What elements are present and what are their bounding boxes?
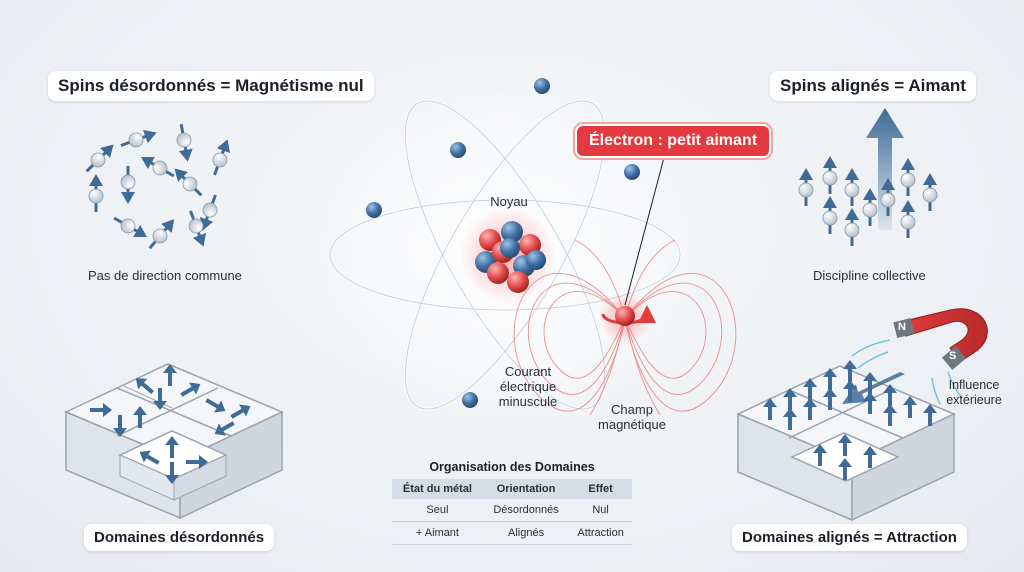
table-header: Effet	[569, 479, 632, 499]
magnet-north-label: N	[898, 321, 906, 333]
right-top-title: Spins alignés = Aimant	[770, 71, 976, 101]
aligned-spins	[797, 108, 939, 248]
domains-table: Organisation des Domaines État du métal …	[392, 460, 632, 545]
domains-table-grid: État du métal Orientation Effet Seul Dés…	[392, 479, 632, 545]
spinning-electron	[599, 292, 656, 344]
table-cell: Désordonnés	[482, 499, 570, 522]
electron-pointer	[624, 149, 667, 306]
electrons	[366, 78, 640, 408]
current-label: Courant électrique minuscule	[498, 364, 558, 409]
influence-label: Influence extérieure	[946, 378, 1002, 407]
nucleus-label: Noyau	[490, 194, 528, 209]
aligned-domains	[736, 358, 956, 522]
table-cell: Alignés	[482, 521, 570, 545]
field-label: Champ magnétique	[598, 402, 666, 432]
left-top-caption: Pas de direction commune	[88, 268, 242, 283]
electron-label: Électron : petit aimant	[575, 124, 772, 158]
table-header-row: État du métal Orientation Effet	[392, 479, 632, 499]
nucleus	[460, 207, 556, 303]
right-top-caption: Discipline collective	[813, 268, 926, 283]
table-row: Seul Désordonnés Nul	[392, 499, 632, 522]
disordered-domains	[64, 362, 284, 520]
table-cell: Seul	[392, 499, 483, 522]
influence-arrow	[842, 372, 905, 404]
horseshoe-magnet-icon	[893, 308, 988, 370]
right-bottom-title: Domaines alignés = Attraction	[732, 524, 967, 551]
magnet-south-label: S	[949, 350, 957, 362]
table-title: Organisation des Domaines	[429, 460, 595, 474]
left-bottom-title: Domaines désordonnés	[84, 524, 275, 551]
table-header: État du métal	[392, 479, 483, 499]
table-header: Orientation	[482, 479, 570, 499]
random-spins	[80, 121, 236, 255]
table-cell: Nul	[569, 499, 632, 522]
table-cell: + Aimant	[392, 521, 483, 545]
left-top-title: Spins désordonnés = Magnétisme nul	[48, 71, 374, 101]
table-row: + Aimant Alignés Attraction	[392, 521, 632, 545]
table-cell: Attraction	[569, 521, 632, 545]
